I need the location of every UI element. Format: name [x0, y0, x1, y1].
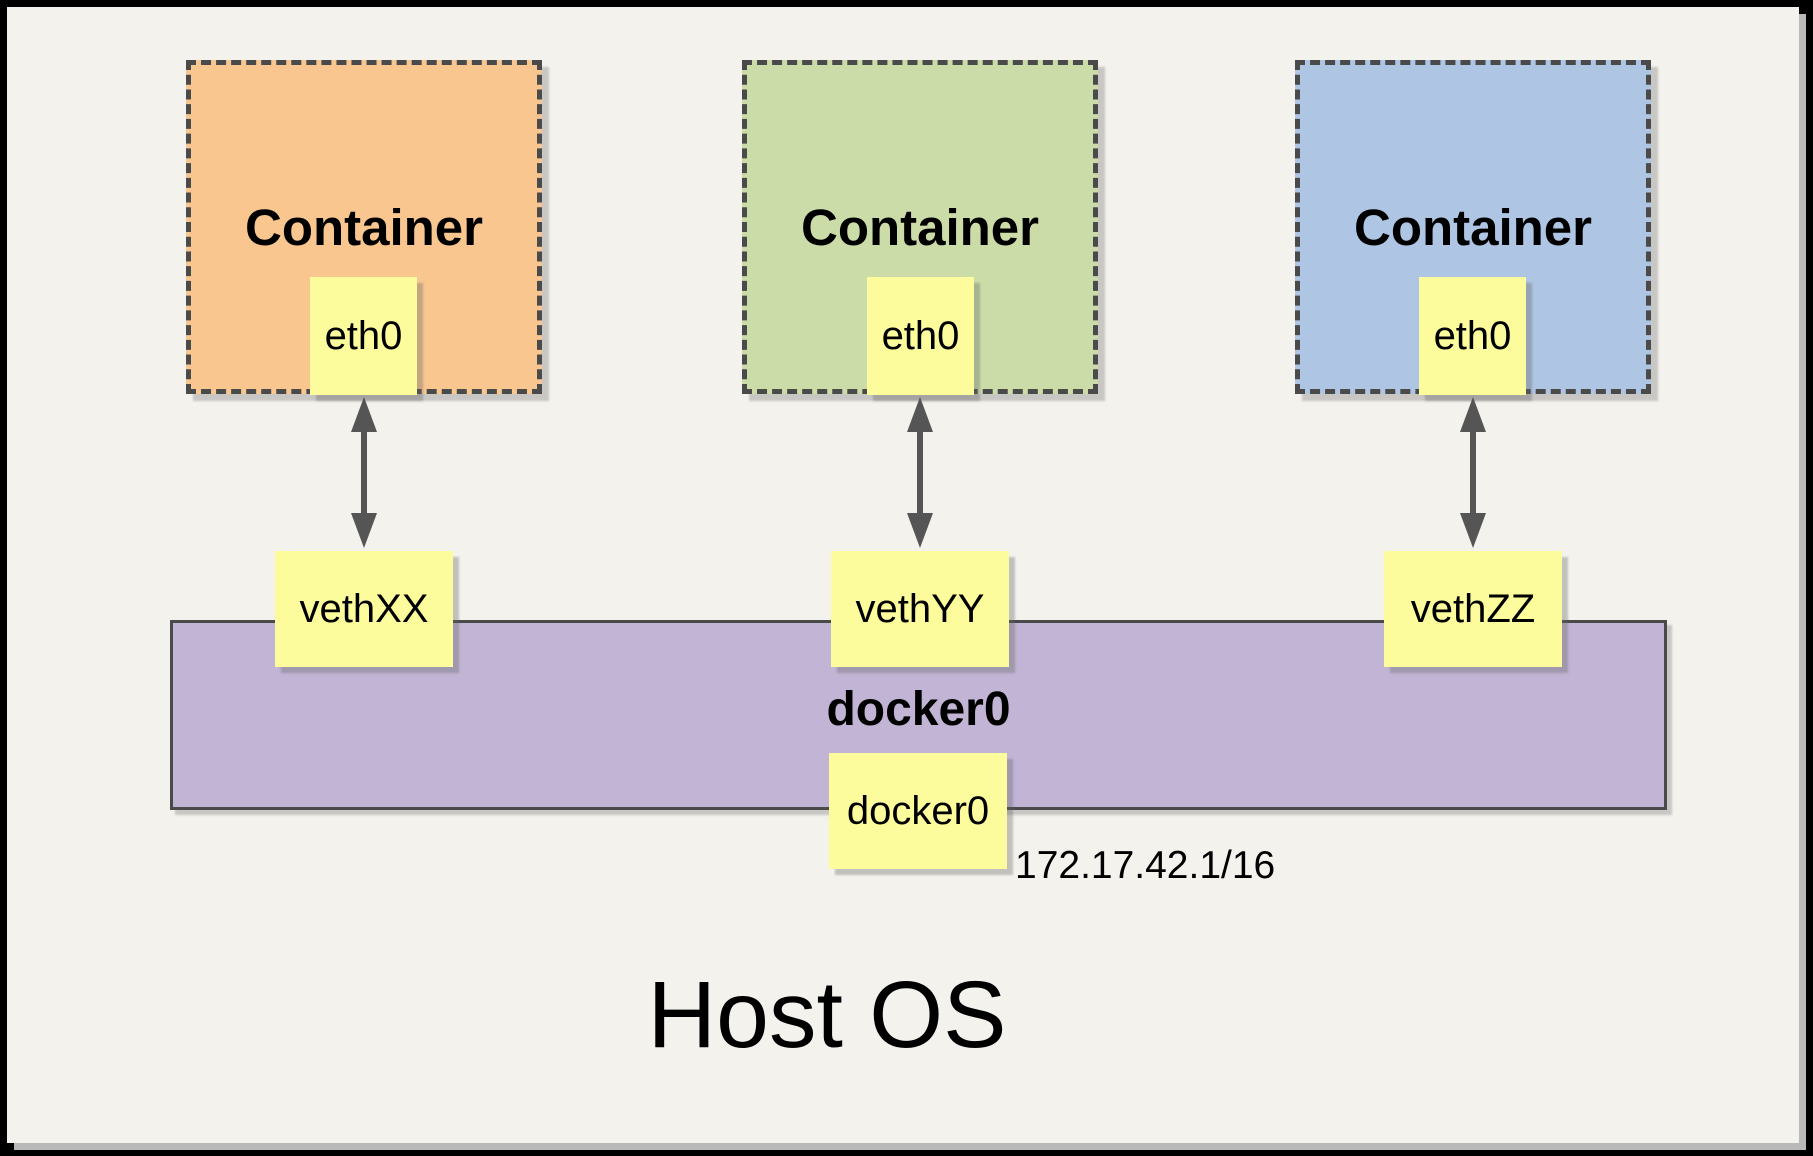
veth-box-3: vethZZ	[1384, 551, 1562, 667]
eth0-label: eth0	[1433, 314, 1512, 358]
double-arrow-icon	[351, 397, 377, 548]
eth0-interface-box-1: eth0	[310, 277, 417, 395]
host-os-label: Host OS	[647, 962, 1007, 1068]
container-label: Container	[1353, 198, 1593, 256]
bridge-ip-label: 172.17.42.1/16	[1015, 844, 1276, 887]
bridge-label: docker0	[826, 683, 1011, 736]
veth-label: vethXX	[299, 587, 429, 631]
veth-box-2: vethYY	[831, 551, 1009, 667]
container-label: Container	[244, 198, 484, 256]
docker0-interface-label: docker0	[846, 789, 990, 833]
eth0-label: eth0	[881, 314, 960, 358]
veth-label: vethZZ	[1410, 587, 1536, 631]
eth0-interface-box-2: eth0	[867, 277, 974, 395]
double-arrow-icon	[1460, 397, 1486, 548]
eth0-interface-box-3: eth0	[1419, 277, 1526, 395]
veth-label: vethYY	[855, 587, 985, 631]
container-label: Container	[800, 198, 1040, 256]
double-arrow-icon	[907, 397, 933, 548]
veth-box-1: vethXX	[275, 551, 453, 667]
host-os-panel: Container Container Container eth0 eth0 …	[7, 7, 1799, 1143]
eth0-label: eth0	[324, 314, 403, 358]
docker0-interface-box: docker0	[829, 753, 1007, 869]
